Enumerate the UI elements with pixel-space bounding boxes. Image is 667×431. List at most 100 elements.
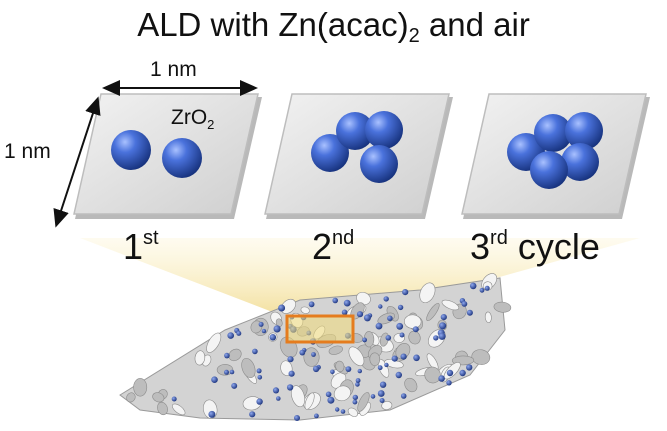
substrate-particle [341, 309, 348, 316]
substrate-flake [347, 407, 359, 417]
substrate-flake [241, 357, 256, 379]
substrate-particle [340, 409, 346, 414]
substrate-particle [327, 396, 335, 404]
substrate-particle [249, 411, 256, 418]
substrate-particle [355, 382, 360, 387]
substrate-flake [303, 347, 320, 367]
substrate-flake [280, 298, 296, 314]
substrate-flake [357, 392, 370, 412]
zro2-sphere [311, 134, 349, 172]
cycle-ordinal-suffix: nd [332, 227, 355, 249]
substrate-particle [252, 348, 258, 355]
substrate-particle [397, 304, 404, 311]
cycle-1-particles [111, 130, 202, 178]
substrate-particle [335, 407, 340, 412]
substrate-particle [224, 352, 230, 359]
substrate-flake [408, 330, 421, 345]
substrate-particle [256, 398, 263, 405]
substrate-particle [286, 384, 294, 391]
substrate-particle [396, 322, 404, 330]
substrate-particle [484, 285, 490, 291]
substrate-particle [312, 365, 320, 373]
substrate-flake [290, 385, 306, 408]
zro2-sphere [365, 111, 403, 149]
substrate-particle [377, 365, 383, 371]
substrate-flake [228, 348, 242, 362]
substrate-particle [399, 332, 405, 338]
substrate-particle [227, 332, 234, 339]
substrate-particle [352, 399, 358, 405]
substrate-particle [231, 382, 238, 389]
substrate-flake [348, 346, 365, 367]
zro2-sphere [534, 114, 572, 152]
substrate-particle [438, 332, 446, 340]
cycle-ordinal-suffix: rd [490, 227, 508, 249]
vertical-scale-arrow [53, 96, 101, 228]
substrate-flake [441, 299, 460, 311]
zro2-sphere [530, 151, 568, 189]
zro2-sphere [561, 143, 599, 181]
substrate-particle [377, 390, 385, 397]
species-label: ZrO2 [171, 106, 214, 132]
cycle-3-particles [507, 112, 603, 189]
substrate-particle [378, 304, 383, 309]
substrate-flake [404, 377, 418, 393]
substrate-particle [356, 311, 364, 318]
title-text: ALD with Zn(acac) [137, 6, 409, 43]
substrate-flake [328, 345, 343, 355]
substrate-particle [384, 362, 389, 368]
substrate-flake [484, 311, 492, 323]
substrate-particle [229, 369, 235, 375]
substrate-particle [273, 325, 281, 333]
substrate-flake [426, 302, 440, 322]
substrate-flake [152, 392, 165, 403]
substrate-particle [236, 330, 242, 336]
cycle-number: 3 [470, 226, 491, 267]
substrate-particle [256, 368, 262, 374]
substrate-particle [412, 326, 419, 333]
substrate-flake [157, 401, 168, 416]
substrate-particle [343, 299, 351, 307]
title-subscript: 2 [408, 25, 420, 47]
substrate-flake [381, 401, 393, 410]
substrate-particle [171, 396, 177, 402]
substrate-particle [357, 368, 362, 374]
substrate-particle [433, 335, 439, 341]
substrate-particle [370, 394, 376, 399]
zro2-sphere [111, 130, 151, 170]
cycle-label-2: 2nd [312, 226, 354, 268]
substrate-particle [466, 364, 473, 371]
substrate-particle [363, 314, 371, 322]
substrate-particle [383, 296, 389, 302]
platform-cycle-2 [264, 93, 453, 219]
substrate-flake [300, 306, 310, 314]
substrate-flake [194, 350, 206, 366]
substrate-particle [314, 413, 319, 419]
substrate-particle [308, 301, 315, 308]
substrate-particle [440, 314, 447, 321]
substrate-flake [424, 366, 441, 384]
substrate-particle [258, 321, 264, 327]
zro2-sphere [565, 112, 603, 150]
substrate-particle [325, 391, 332, 398]
substrate-particle [332, 297, 339, 304]
substrate-particle [345, 366, 352, 372]
substrate-particle [466, 309, 473, 316]
substrate-particle [395, 371, 402, 379]
substrate-particle [439, 322, 447, 330]
substrate-particle [469, 282, 477, 290]
zro2-sphere [162, 138, 202, 178]
zro2-sphere [360, 145, 398, 183]
substrate-particle [379, 381, 387, 388]
cycle-2-particles [311, 111, 403, 183]
substrate-particle [362, 337, 367, 343]
vertical-scale-label: 1 nm [4, 140, 51, 163]
cycle-label-1: 1st [123, 226, 159, 268]
substrate-particle [299, 349, 306, 356]
substrate-particle [276, 396, 281, 401]
highlight-beam [80, 238, 640, 318]
substrate-particle [375, 322, 383, 330]
title-text-end: and air [419, 6, 530, 43]
